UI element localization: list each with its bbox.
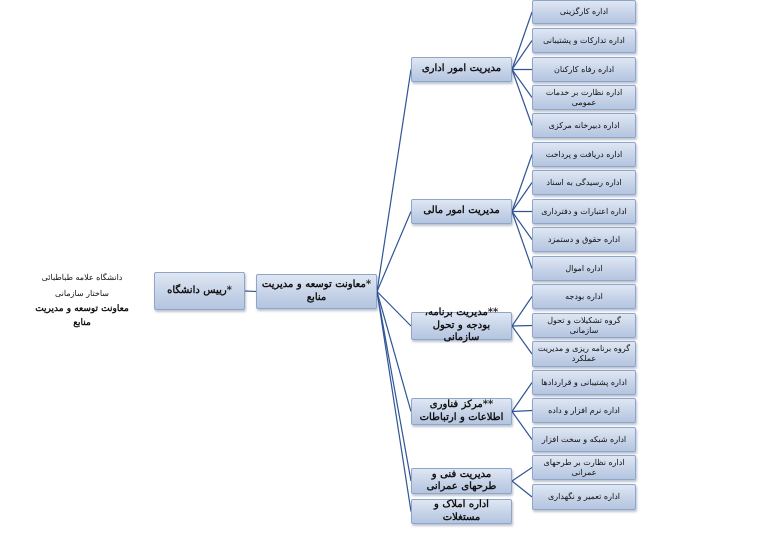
unit-label: اداره حقوق و دستمزد xyxy=(547,234,621,244)
connector-department-unit xyxy=(511,467,533,482)
unit-box: اداره تعمیر و نگهداری xyxy=(532,484,636,510)
connector-deputy-department xyxy=(376,69,412,292)
unit-label: اداره نظارت بر طرحهای عمرانی xyxy=(543,457,625,477)
unit-box: اداره اموال xyxy=(532,256,636,281)
department-box: مدیریت امور مالی xyxy=(411,199,512,224)
unit-box: اداره رسیدگی به اسناد xyxy=(532,170,636,195)
unit-box: اداره نظارت بر طرحهای عمرانی xyxy=(532,455,636,480)
connector-deputy-department xyxy=(376,291,412,327)
unit-label: اداره نرم افزار و داده xyxy=(548,405,620,415)
unit-label: اداره تدارکات و پشتیبانی xyxy=(543,35,625,45)
connector-deputy-department xyxy=(376,291,412,412)
unit-label: اداره پشتیبانی و قراردادها xyxy=(541,377,627,387)
chart-caption: دانشگاه علامه طباطبائی ساختار سازمانی مع… xyxy=(30,270,134,330)
unit-box: اداره اعتبارات و دفترداری xyxy=(532,199,636,224)
president-label: *رییس دانشگاه xyxy=(167,284,232,296)
connector-department-unit xyxy=(511,182,533,212)
connector-department-unit xyxy=(511,382,533,412)
unit-box: اداره نظارت بر خدمات عمومی xyxy=(532,85,636,110)
unit-label: اداره شبکه و سخت افزار xyxy=(541,434,627,444)
connector-department-unit xyxy=(511,411,533,440)
unit-label: اداره رسیدگی به اسناد xyxy=(546,177,622,187)
unit-box: اداره دبیرخانه مرکزی xyxy=(532,113,636,138)
department-label: مدیریت فنی و طرحهای عمرانی xyxy=(426,468,497,493)
department-box: اداره املاک و مستغلات xyxy=(411,499,512,524)
unit-label: اداره رفاه کارکنان xyxy=(553,64,615,74)
connector-president-deputy xyxy=(244,290,257,293)
department-label: اداره املاک و مستغلات xyxy=(434,499,489,523)
unit-label: اداره اعتبارات و دفترداری xyxy=(541,206,627,216)
unit-box: اداره رفاه کارکنان xyxy=(532,57,636,82)
unit-box: گروه تشکیلات و تحول سازمانی xyxy=(532,313,636,338)
unit-label: گروه تشکیلات و تحول سازمانی xyxy=(547,315,621,335)
department-box: **مرکز فناوری اطلاعات و ارتباطات xyxy=(411,398,512,425)
connector-department-unit xyxy=(511,69,533,126)
connector-department-unit xyxy=(511,211,533,240)
unit-label: اداره دریافت و پرداخت xyxy=(545,149,623,159)
connector-department-unit xyxy=(511,324,533,327)
connector-department-unit xyxy=(511,325,533,355)
unit-box: اداره دریافت و پرداخت xyxy=(532,142,636,167)
department-box: مدیریت امور اداری xyxy=(411,57,512,82)
connector-deputy-department xyxy=(376,291,412,512)
unit-box: اداره بودجه xyxy=(532,284,636,309)
department-box: مدیریت فنی و طرحهای عمرانی xyxy=(411,468,512,494)
connector-department-unit xyxy=(511,211,533,269)
department-label: **مرکز فناوری اطلاعات و ارتباطات xyxy=(419,399,504,423)
connector-department-unit xyxy=(511,296,533,327)
deputy-box: *معاونت توسعه و مدیریت منابع xyxy=(256,274,377,309)
connector-department-unit xyxy=(511,409,533,413)
unit-box: اداره شبکه و سخت افزار xyxy=(532,427,636,452)
unit-label: اداره کارگزینی xyxy=(559,7,609,16)
unit-box: اداره پشتیبانی و قراردادها xyxy=(532,370,636,395)
department-label: مدیریت امور مالی xyxy=(423,205,500,217)
unit-label: گروه برنامه ریزی و مدیریت عملکرد xyxy=(537,344,631,363)
unit-box: گروه برنامه ریزی و مدیریت عملکرد xyxy=(532,341,636,367)
unit-box: اداره حقوق و دستمزد xyxy=(532,227,636,252)
caption-deputy: معاونت توسعه و مدیریت منابع xyxy=(35,304,129,328)
connector-deputy-department xyxy=(376,211,412,292)
university-name: دانشگاه علامه طباطبائی xyxy=(41,273,123,282)
structure-subtitle: ساختار سازمانی xyxy=(55,289,109,298)
unit-label: اداره بودجه xyxy=(565,291,603,301)
connector-department-unit xyxy=(511,40,533,70)
unit-label: اداره تعمیر و نگهداری xyxy=(548,492,620,501)
connector-department-unit xyxy=(511,69,533,98)
connector-department-unit xyxy=(511,154,533,212)
connector-department-unit xyxy=(511,480,533,498)
unit-label: اداره نظارت بر خدمات عمومی xyxy=(545,87,623,107)
president-box: *رییس دانشگاه xyxy=(154,272,245,310)
deputy-label: *معاونت توسعه و مدیریت منابع xyxy=(261,279,372,303)
department-label: **مدیریت برنامه، بودجه و تحول سازمانی xyxy=(424,307,499,344)
department-box: **مدیریت برنامه، بودجه و تحول سازمانی xyxy=(411,307,512,343)
connector-department-unit xyxy=(511,11,533,70)
department-label: مدیریت امور اداری xyxy=(421,63,502,75)
unit-box: اداره کارگزینی xyxy=(532,0,636,24)
unit-label: اداره اموال xyxy=(565,263,603,273)
unit-label: اداره دبیرخانه مرکزی xyxy=(548,120,620,130)
connector-deputy-department xyxy=(376,291,412,482)
unit-box: اداره نرم افزار و داده xyxy=(532,398,636,423)
unit-box: اداره تدارکات و پشتیبانی xyxy=(532,28,636,53)
